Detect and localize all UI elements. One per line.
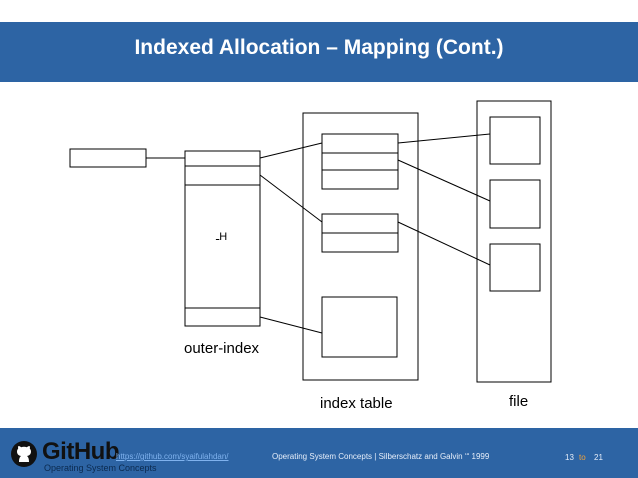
index-table-label: index table bbox=[320, 395, 393, 412]
file-container bbox=[476, 100, 552, 383]
outer-index-block bbox=[184, 150, 261, 327]
footer-subtitle: Operating System Concepts bbox=[44, 463, 157, 473]
index-to-file-link-3 bbox=[397, 221, 491, 266]
footer-url-link[interactable]: https://github.com/syaifulahdan/ bbox=[116, 452, 229, 461]
slide-title: Indexed Allocation – Mapping (Cont.) bbox=[134, 36, 504, 59]
outer-index-label: outer-index bbox=[184, 340, 260, 357]
file-block-3 bbox=[489, 243, 541, 292]
github-logo-text: GitHub bbox=[42, 438, 119, 465]
index-to-file-link-1 bbox=[397, 133, 491, 144]
outer-to-index-link-2 bbox=[259, 174, 323, 223]
page-current: 13 bbox=[565, 453, 574, 462]
pointer-block bbox=[69, 148, 147, 168]
github-logo-icon bbox=[11, 441, 37, 467]
file-block-2 bbox=[489, 179, 541, 229]
index-block-1 bbox=[321, 133, 399, 190]
index-table-container bbox=[302, 112, 419, 381]
slide-footer: GitHub https://github.com/syaifulahdan/ … bbox=[0, 428, 638, 478]
outer-to-index-link-1 bbox=[259, 142, 323, 159]
file-label: file bbox=[509, 393, 528, 410]
footer-credit: Operating System Concepts | Silberschatz… bbox=[272, 452, 490, 461]
file-block-1 bbox=[489, 116, 541, 165]
slide-header: Indexed Allocation – Mapping (Cont.) bbox=[0, 22, 638, 82]
index-block-3 bbox=[321, 296, 398, 358]
outer-index-glyph: ـH bbox=[215, 231, 227, 243]
page-to: to bbox=[579, 453, 586, 462]
outer-to-index-link-3 bbox=[259, 316, 323, 334]
page-total: 21 bbox=[594, 453, 603, 462]
index-to-file-link-2 bbox=[397, 159, 491, 202]
